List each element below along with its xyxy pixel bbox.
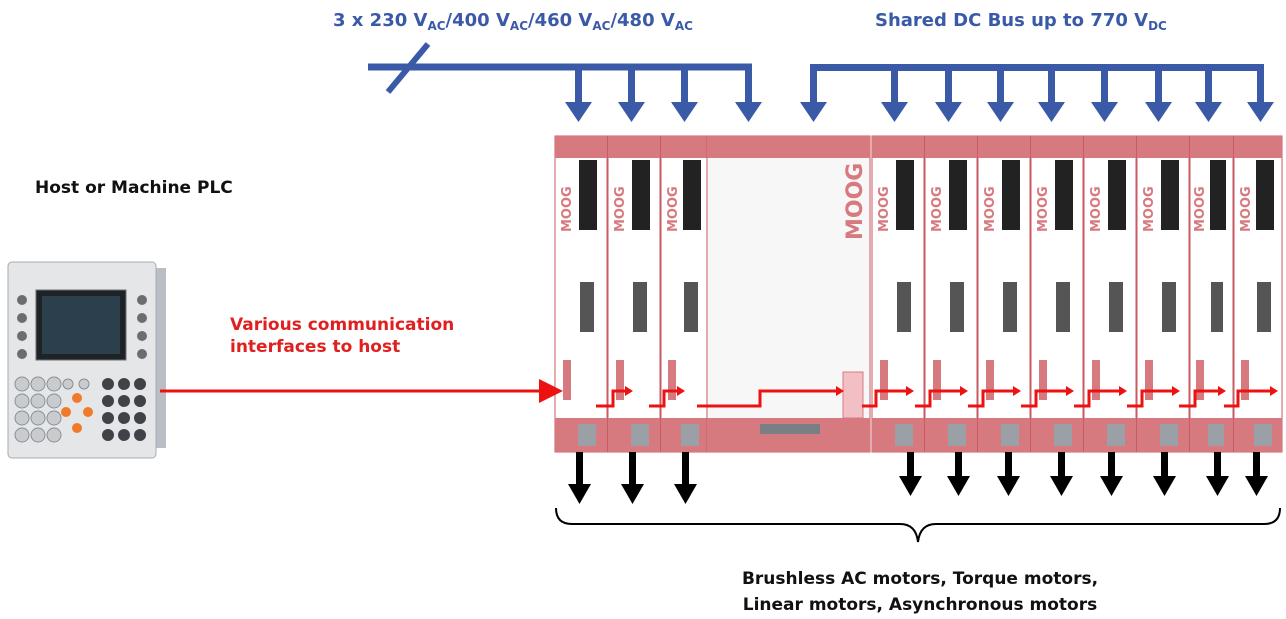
drive-module (1030, 135, 1084, 453)
moog-logo: MOOG (877, 186, 892, 232)
communication-label: Various communication interfaces to host (230, 315, 455, 357)
ac-supply-arrows (565, 64, 762, 122)
drive-module (1083, 135, 1137, 453)
motors-brace (555, 507, 1281, 543)
daisy-chain-link (596, 389, 1270, 408)
drive-module (660, 135, 708, 453)
moog-logo: MOOG (613, 186, 628, 232)
plc-hmi-device (7, 261, 166, 459)
moog-logo: MOOG (1089, 186, 1104, 232)
daisy-chain-arrowheads (625, 386, 1278, 396)
drive-rack (554, 135, 1283, 453)
moog-logo: MOOG (983, 186, 998, 232)
ac-supply-label: 3 x 230 VAC/400 VAC/460 VAC/480 VAC (333, 10, 693, 33)
moog-logo: MOOG (1239, 186, 1254, 232)
host-label: Host or Machine PLC (35, 178, 233, 198)
drive-module (1136, 135, 1190, 453)
moog-logo: MOOG (1193, 186, 1208, 232)
drive-module (977, 135, 1031, 453)
drive-module (554, 135, 608, 453)
power-supply-module (706, 135, 871, 453)
moog-logo: MOOG (930, 186, 945, 232)
dc-bus (800, 64, 1274, 122)
moog-logo: MOOG (560, 186, 575, 232)
motors-label: Brushless AC motors, Torque motors, Line… (741, 569, 1099, 615)
moog-logo: MOOG (843, 163, 868, 240)
moog-logo: MOOG (1036, 186, 1051, 232)
drive-module (607, 135, 661, 453)
dc-bus-label: Shared DC Bus up to 770 VDC (875, 10, 1167, 33)
moog-logo: MOOG (1142, 186, 1157, 232)
ac-supply-bus (368, 42, 752, 94)
drive-module (924, 135, 978, 453)
drive-module (1189, 135, 1234, 453)
drive-module (871, 135, 925, 453)
moog-logos: MOOG MOOG MOOG MOOG MOOG MOOG MOOG MOOG … (560, 163, 1254, 240)
drive-module (1233, 135, 1283, 453)
moog-logo: MOOG (666, 186, 681, 232)
motor-output-arrows (568, 452, 1268, 504)
